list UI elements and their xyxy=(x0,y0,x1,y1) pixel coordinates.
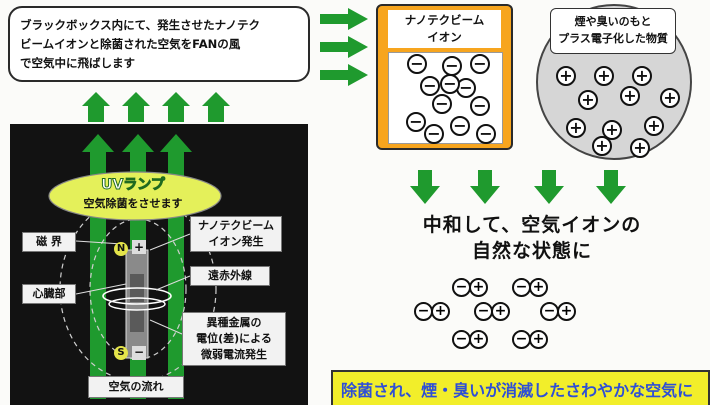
plus-circle-icon: + xyxy=(557,302,576,321)
plus-circle-icon: + xyxy=(491,302,510,321)
label-nano-line-2: イオン発生 xyxy=(208,235,264,248)
description-line-3: で空気中に飛ばします xyxy=(20,56,135,70)
label-magnetic-field: 磁 界 xyxy=(22,232,76,252)
smoke-box-title: 煙や臭いのもと プラス電子化した物質 xyxy=(550,8,676,54)
plus-circle-icon: + xyxy=(469,278,488,297)
pole-n-badge: N xyxy=(114,242,128,256)
ion-title-line-2: イオン xyxy=(427,30,462,44)
plus-circle-icon: + xyxy=(529,330,548,349)
neutral-pair: −+ xyxy=(452,278,490,298)
positive-particle-icon: + xyxy=(620,86,640,106)
plus-circle-icon: + xyxy=(431,302,450,321)
neutral-text-line-2: 自然な状態に xyxy=(471,240,592,262)
label-metal-line-2: 電位(差)による xyxy=(196,332,272,345)
uv-title: UVランプ xyxy=(101,177,166,194)
neutral-pair: −+ xyxy=(452,330,490,350)
result-banner: 除菌され、煙・臭いが消滅したさわやかな空気に xyxy=(331,370,710,405)
label-airflow: 空気の流れ xyxy=(88,376,184,398)
down-arrow-icon xyxy=(470,170,500,204)
negative-ion-icon: − xyxy=(440,74,460,94)
label-heart: 心臓部 xyxy=(22,284,76,304)
minus-terminal: − xyxy=(132,345,146,360)
negative-ion-icon: − xyxy=(470,54,490,74)
neutral-pair: −+ xyxy=(512,278,550,298)
up-arrow-icon xyxy=(162,92,190,122)
negative-ion-icon: − xyxy=(432,94,452,114)
result-banner-text: 除菌され、煙・臭いが消滅したさわやかな空気に xyxy=(341,381,694,400)
core-segment xyxy=(130,310,144,332)
down-arrows-group xyxy=(410,170,626,204)
ion-title-line-1: ナノテクビーム xyxy=(404,13,485,27)
down-arrow-icon xyxy=(596,170,626,204)
negative-ion-icon: − xyxy=(407,54,427,74)
neutral-text-line-1: 中和して、空気イオンの xyxy=(422,214,642,236)
smoke-title-line-1: 煙や臭いのもと xyxy=(574,15,652,28)
up-arrow-icon xyxy=(122,92,150,122)
neutral-pair: −+ xyxy=(540,302,578,322)
negative-ion-icon: − xyxy=(476,124,496,144)
uv-subtitle: 空気除菌をさせます xyxy=(83,197,183,210)
description-line-1: ブラックボックス内にて、発生させたナノテク xyxy=(20,18,261,32)
positive-particle-icon: + xyxy=(556,66,576,86)
negative-ion-icon: − xyxy=(470,96,490,116)
neutral-pair: −+ xyxy=(474,302,512,322)
device-diagram: UVランプ 空気除菌をさせます 磁 界 心臓部 ナノテクビーム イオン発生 遠赤… xyxy=(10,124,308,405)
positive-particle-icon: + xyxy=(578,90,598,110)
smoke-title-line-2: プラス電子化した物質 xyxy=(558,32,668,45)
up-arrows-group xyxy=(82,92,230,122)
uv-lamp-ellipse xyxy=(48,171,222,221)
description-line-2: ビームイオンと除菌された空気をFANの風 xyxy=(20,37,241,51)
up-arrow-icon xyxy=(202,92,230,122)
positive-particle-icon: + xyxy=(644,116,664,136)
positive-particle-icon: + xyxy=(566,118,586,138)
positive-particle-icon: + xyxy=(660,88,680,108)
right-arrow-icon xyxy=(320,8,368,30)
uv-label-group: UVランプ 空気除菌をさせます xyxy=(68,174,198,211)
neutral-pair: −+ xyxy=(414,302,452,322)
right-arrow-icon xyxy=(320,36,368,58)
label-metal-line-3: 微弱電流発生 xyxy=(201,348,267,361)
right-arrows-group xyxy=(320,8,368,86)
infrared-ring xyxy=(108,297,166,311)
up-arrow-icon xyxy=(82,92,110,122)
right-arrow-icon xyxy=(320,64,368,86)
label-nano-line-1: ナノテクビーム xyxy=(197,219,275,232)
plus-terminal: + xyxy=(132,240,146,254)
negative-ion-icon: − xyxy=(450,116,470,136)
negative-ion-icon: − xyxy=(406,112,426,132)
positive-particle-icon: + xyxy=(630,138,650,158)
neutral-pair: −+ xyxy=(512,330,550,350)
positive-particle-icon: + xyxy=(594,66,614,86)
positive-particle-icon: + xyxy=(632,66,652,86)
ion-box-title: ナノテクビーム イオン xyxy=(388,10,501,48)
down-arrow-icon xyxy=(534,170,564,204)
plus-circle-icon: + xyxy=(469,330,488,349)
negative-ion-icon: − xyxy=(442,56,462,76)
description-box: ブラックボックス内にて、発生させたナノテク ビームイオンと除菌された空気をFAN… xyxy=(8,6,310,82)
minus-circle-icon: − xyxy=(540,302,559,321)
negative-ion-icon: − xyxy=(420,76,440,96)
pole-s-badge: S xyxy=(114,346,128,360)
label-metal: 異種金属の 電位(差)による 微弱電流発生 xyxy=(182,312,286,366)
negative-ion-icon: − xyxy=(424,124,444,144)
infrared-ring xyxy=(102,287,172,305)
label-nano-ion: ナノテクビーム イオン発生 xyxy=(190,216,282,252)
positive-particle-icon: + xyxy=(592,136,612,156)
down-arrow-icon xyxy=(410,170,440,204)
label-infrared: 遠赤外線 xyxy=(190,266,270,286)
positive-particle-icon: + xyxy=(602,120,622,140)
plus-circle-icon: + xyxy=(529,278,548,297)
label-metal-line-1: 異種金属の xyxy=(206,316,262,329)
